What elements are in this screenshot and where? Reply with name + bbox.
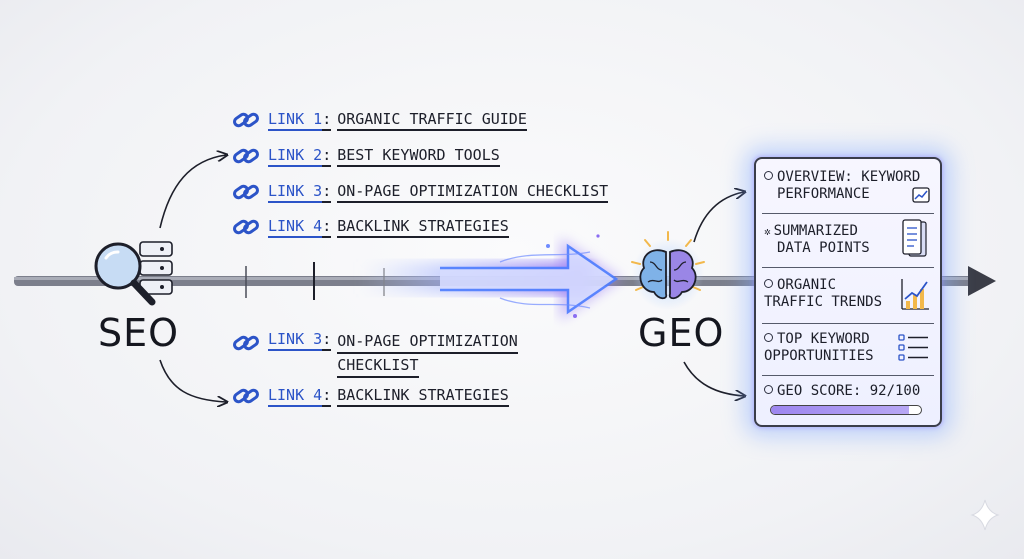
link-separator: : — [322, 146, 332, 167]
link-key[interactable]: LINK 3 — [268, 182, 323, 203]
link-separator: : — [322, 182, 332, 203]
panel-geo-score: GEO SCORE: 92/100 — [764, 383, 932, 400]
link-item[interactable]: LINK 1:ORGANIC TRAFFIC GUIDE — [232, 107, 527, 133]
glow-arrow — [360, 234, 622, 320]
link-text-line2: CHECKLIST — [337, 354, 419, 378]
curve-seo-down — [159, 359, 226, 402]
geo-score-text: GEO SCORE: 92/100 — [777, 383, 921, 399]
link-key[interactable]: LINK 2 — [268, 146, 323, 167]
chart-mini-icon — [912, 187, 930, 203]
chain-link-icon — [233, 388, 259, 404]
link-key[interactable]: LINK 4 — [268, 217, 323, 238]
link-key[interactable]: LINK 1 — [268, 110, 323, 131]
chain-link-icon — [233, 148, 259, 164]
summ-line2: DATA POINTS — [777, 240, 870, 256]
trend-chart-icon — [901, 279, 929, 310]
chain-link-icon — [233, 219, 259, 235]
link-item[interactable]: LINK 2:BEST KEYWORD TOOLS — [232, 143, 500, 169]
chain-link-icon — [233, 335, 259, 351]
magnifier-server-icon — [94, 241, 173, 306]
link-text[interactable]: ON-PAGE OPTIMIZATION CHECKLIST — [337, 330, 518, 378]
panel-divider — [762, 375, 934, 376]
link-text[interactable]: BEST KEYWORD TOOLS — [337, 146, 500, 167]
overview-line2: PERFORMANCE — [777, 186, 870, 202]
summ-line1: SUMMARIZED — [773, 223, 858, 239]
gear-icon: ✲ — [764, 225, 771, 238]
chain-link-icon — [233, 112, 259, 128]
link-separator: : — [322, 217, 332, 238]
bullet-icon — [764, 333, 773, 342]
curve-seo-up — [159, 155, 226, 229]
link-item[interactable]: LINK 3: ON-PAGE OPTIMIZATION CHECKLIST — [232, 330, 518, 378]
overview-line1: OVERVIEW: KEYWORD — [777, 169, 921, 185]
bullet-icon — [764, 385, 773, 394]
link-text[interactable]: BACKLINK STRATEGIES — [337, 217, 509, 238]
panel-overview: OVERVIEW: KEYWORD PERFORMANCE — [764, 169, 932, 203]
curve-geo-down — [683, 361, 744, 396]
top-line2: OPPORTUNITIES — [764, 348, 874, 364]
panel-summarized: ✲SUMMARIZED DATA POINTS — [764, 219, 932, 257]
geo-label: GEO — [638, 311, 725, 355]
geo-score-progress — [770, 405, 922, 415]
organic-line1: ORGANIC — [777, 277, 837, 293]
timeline-arrowhead — [968, 266, 996, 296]
document-stack-icon — [902, 219, 927, 257]
sparkle-icon — [970, 499, 1000, 531]
panel-divider — [762, 267, 934, 268]
brain-icon — [631, 231, 705, 310]
geo-result-panel: OVERVIEW: KEYWORD PERFORMANCE ✲SUMMARIZE… — [754, 157, 942, 427]
link-text-line1: ON-PAGE OPTIMIZATION — [337, 330, 518, 354]
link-separator: : — [322, 330, 332, 351]
link-key[interactable]: LINK 4 — [268, 386, 323, 407]
geo-score-fill — [771, 406, 909, 414]
curve-geo-up — [693, 192, 744, 243]
panel-organic: ORGANIC TRAFFIC TRENDS — [764, 277, 932, 311]
chain-link-icon — [233, 184, 259, 200]
link-separator: : — [322, 110, 332, 131]
link-item[interactable]: LINK 4:BACKLINK STRATEGIES — [232, 383, 509, 409]
organic-line2: TRAFFIC TRENDS — [764, 294, 883, 310]
link-text[interactable]: ORGANIC TRAFFIC GUIDE — [337, 110, 527, 131]
panel-divider — [762, 323, 934, 324]
link-key[interactable]: LINK 3 — [268, 330, 323, 351]
top-line1: TOP KEYWORD — [777, 331, 870, 347]
link-item[interactable]: LINK 4:BACKLINK STRATEGIES — [232, 214, 509, 240]
list-icon — [898, 334, 928, 361]
bullet-icon — [764, 279, 773, 288]
link-separator: : — [322, 386, 332, 407]
panel-divider — [762, 213, 934, 214]
link-item[interactable]: LINK 3:ON-PAGE OPTIMIZATION CHECKLIST — [232, 179, 609, 205]
seo-label: SEO — [98, 311, 180, 355]
panel-top-keywords: TOP KEYWORD OPPORTUNITIES — [764, 331, 932, 365]
link-text[interactable]: ON-PAGE OPTIMIZATION CHECKLIST — [337, 182, 609, 203]
link-text[interactable]: BACKLINK STRATEGIES — [337, 386, 509, 407]
bullet-icon — [764, 171, 773, 180]
